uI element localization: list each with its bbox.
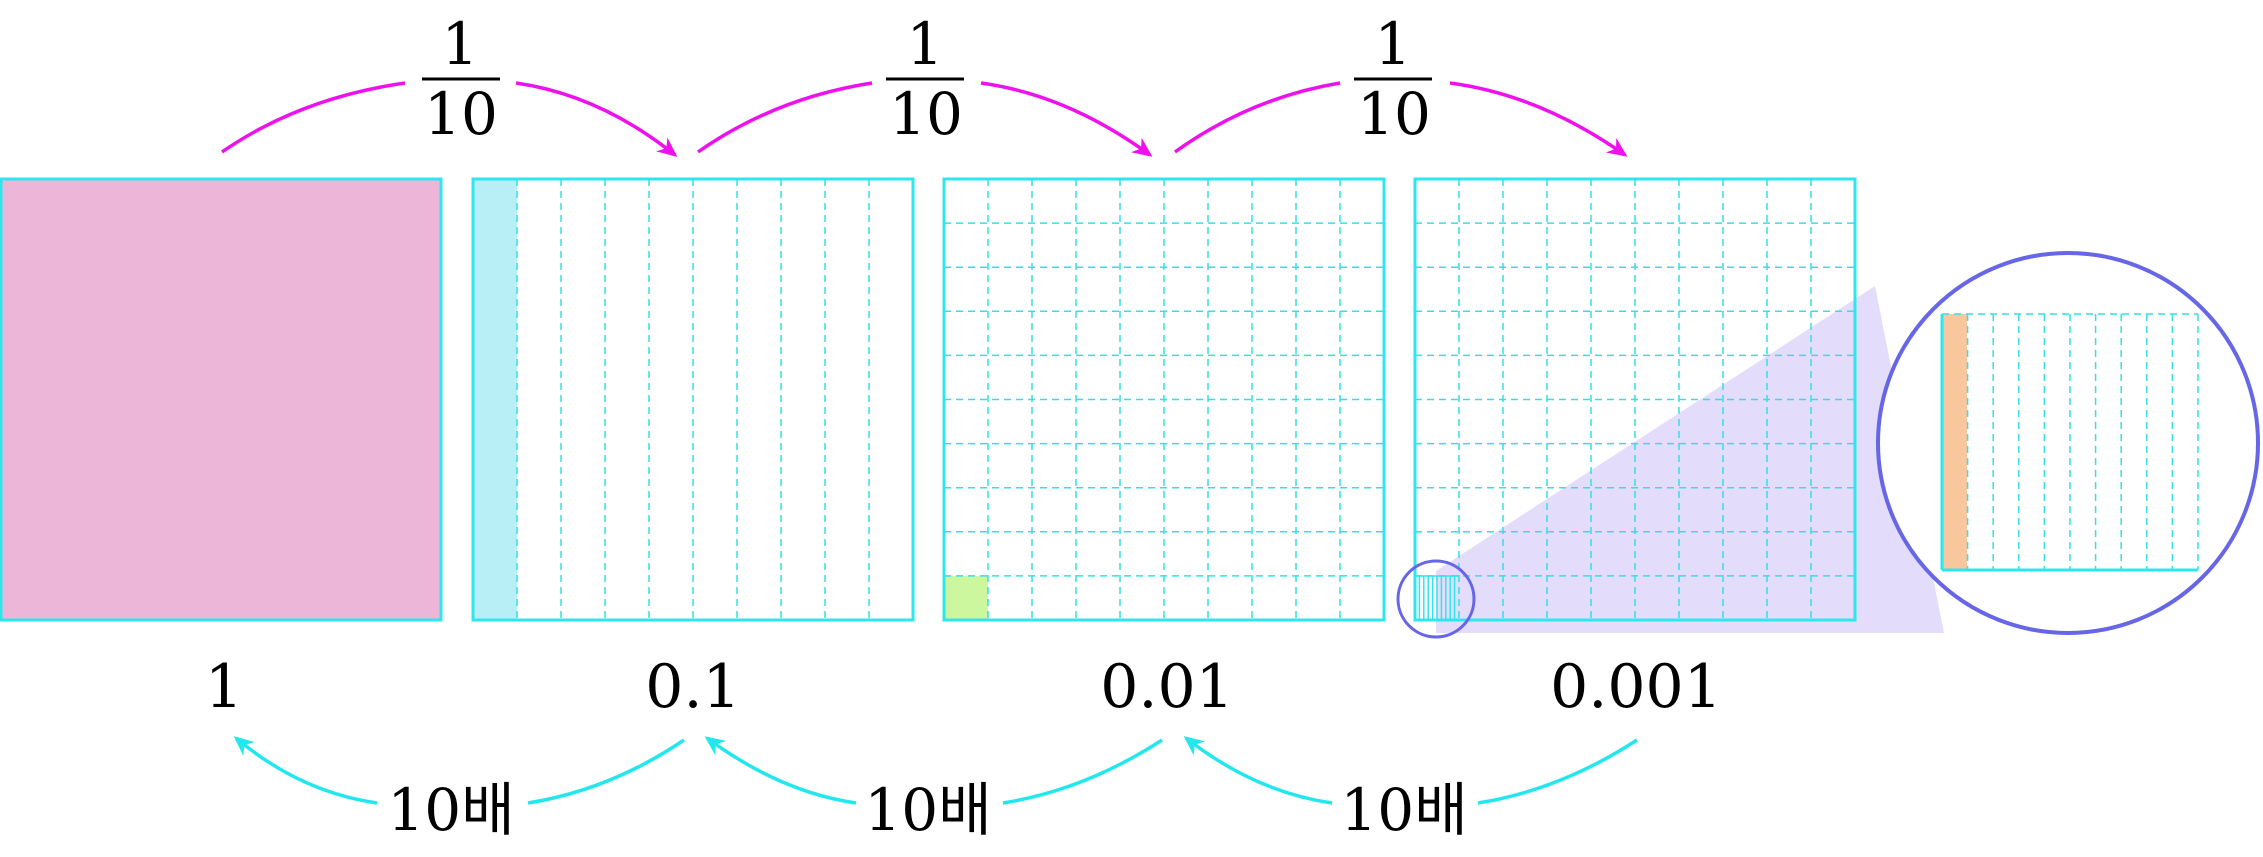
tenth-grid-lines (516, 179, 870, 620)
fraction-1: 1 10 (422, 10, 500, 148)
top-arrow-1-right (515, 81, 678, 157)
thousandth-highlight-strip (1942, 314, 1967, 570)
magnifier-big (1876, 251, 2260, 635)
square-one-fill (0, 177, 443, 622)
fraction-3: 1 10 (1354, 10, 1432, 148)
magnifier-big-circle (1876, 251, 2260, 635)
value-label-0-01: 0.01 (1100, 652, 1234, 722)
magnifier-cone (1436, 286, 1944, 633)
top-arrow-2-left (696, 81, 873, 154)
tiny-cell-lines (1415, 575, 1459, 620)
tenth-highlight-column (473, 179, 517, 620)
value-label-0-001: 0.001 (1550, 652, 1722, 722)
fraction-3-denominator: 10 (1357, 80, 1431, 148)
fraction-1-denominator: 10 (424, 80, 498, 148)
bottom-label-2: 10배 (864, 776, 991, 844)
fraction-2: 1 10 (886, 10, 964, 148)
hundredth-grid-lines (944, 179, 1384, 620)
top-arrow-2-right (980, 81, 1153, 157)
top-arrow-3-right (1449, 81, 1628, 157)
fraction-1-numerator: 1 (442, 10, 479, 78)
bottom-arrow-1-right (527, 738, 685, 805)
thousandth-grid-lines (1415, 179, 1855, 620)
square-thousandths (1396, 177, 1857, 639)
square-thousandths-border (1413, 177, 1857, 622)
small-magnifier-circle (1396, 559, 1476, 639)
square-tenths (471, 177, 915, 622)
value-label-0-1: 0.1 (645, 652, 740, 722)
bottom-label-3: 10배 (1340, 776, 1467, 844)
value-label-1: 1 (205, 652, 243, 722)
top-arrow-1-left (221, 81, 406, 154)
square-hundredths-border (942, 177, 1386, 622)
fraction-2-numerator: 1 (907, 10, 944, 78)
bottom-arrow-2-left (704, 736, 857, 805)
magnifier-big-background (1878, 253, 2258, 633)
square-one (0, 177, 443, 622)
square-hundredths (942, 177, 1386, 622)
fraction-2-denominator: 10 (889, 80, 963, 148)
hundredth-highlight-cell (944, 576, 988, 620)
top-arrows (221, 81, 1628, 157)
bottom-arrow-1-left (233, 736, 378, 805)
bottom-arrow-3-left (1183, 736, 1333, 805)
bottom-arrow-3-right (1477, 738, 1638, 805)
magnified-grid-lines (1940, 313, 2199, 572)
square-tenths-border (471, 177, 915, 622)
fraction-3-numerator: 1 (1375, 10, 1412, 78)
bottom-arrow-2-right (1002, 738, 1163, 805)
top-arrow-3-left (1173, 81, 1341, 154)
bottom-arrows (233, 736, 1638, 805)
bottom-label-1: 10배 (387, 776, 514, 844)
